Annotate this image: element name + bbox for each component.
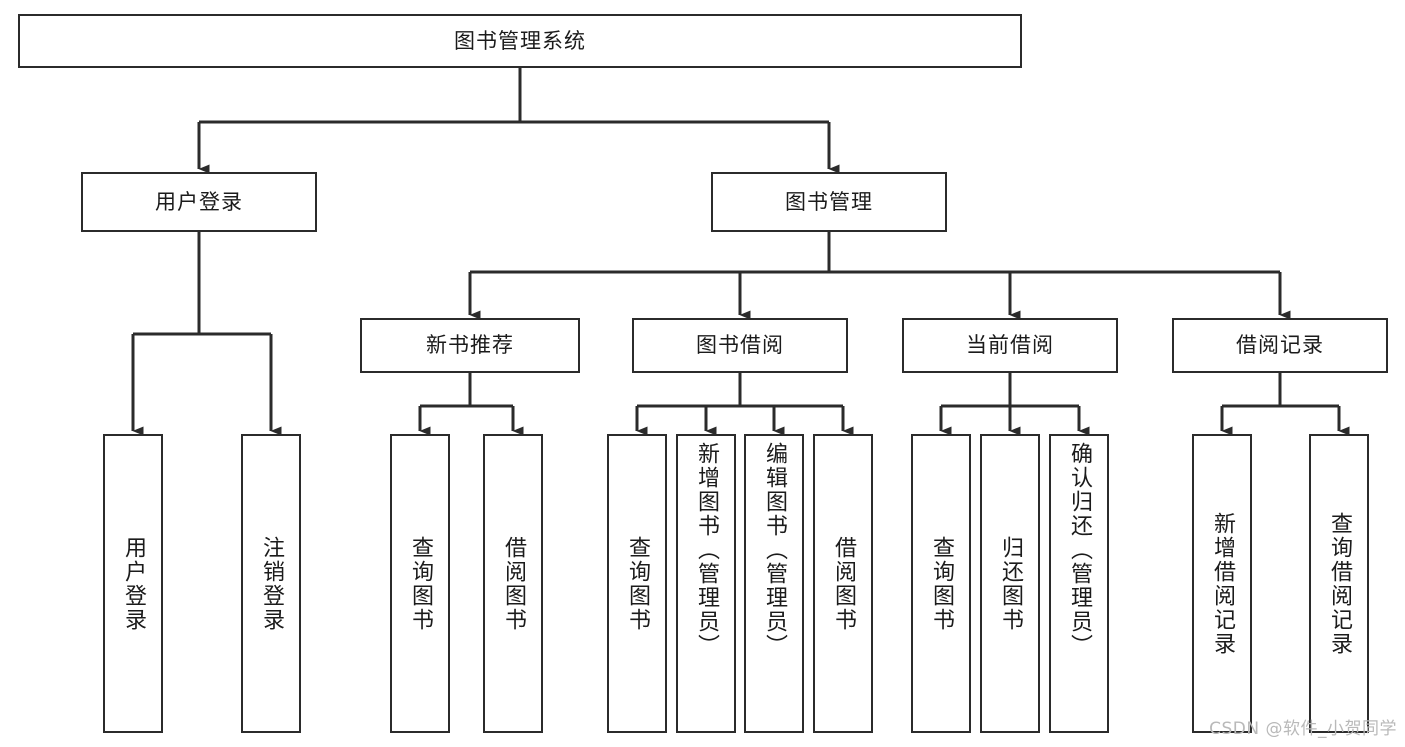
node-new-book-recommend-label: 新书推荐 <box>426 333 514 358</box>
node-leaf-query-book-1-label: 查询图书 <box>408 535 433 632</box>
node-leaf-borrow-book-1-label: 借阅图书 <box>501 535 526 632</box>
node-book-management[interactable]: 图书管理 <box>711 172 947 232</box>
node-leaf-query-book-1[interactable]: 查询图书 <box>390 434 450 733</box>
node-leaf-confirm-return[interactable]: 确认归还（管理员） <box>1049 434 1109 733</box>
node-leaf-borrow-book-1[interactable]: 借阅图书 <box>483 434 543 733</box>
node-user-login-label: 用户登录 <box>155 189 243 214</box>
node-leaf-add-book-label: 新增图书（管理员） <box>694 442 719 658</box>
node-leaf-user-login-label: 用户登录 <box>121 535 146 632</box>
node-leaf-user-login[interactable]: 用户登录 <box>103 434 163 733</box>
node-leaf-return-book[interactable]: 归还图书 <box>980 434 1040 733</box>
node-leaf-user-logout-label: 注销登录 <box>259 535 284 632</box>
node-current-borrow-label: 当前借阅 <box>966 333 1054 358</box>
node-leaf-query-book-2[interactable]: 查询图书 <box>607 434 667 733</box>
node-leaf-confirm-return-label: 确认归还（管理员） <box>1067 442 1092 658</box>
node-leaf-borrow-book-2-label: 借阅图书 <box>831 535 856 632</box>
node-book-management-label: 图书管理 <box>785 189 873 214</box>
node-leaf-borrow-book-2[interactable]: 借阅图书 <box>813 434 873 733</box>
watermark-text: CSDN @软件_小贺同学 <box>1209 719 1397 739</box>
node-leaf-add-record[interactable]: 新增借阅记录 <box>1192 434 1252 733</box>
node-book-borrow[interactable]: 图书借阅 <box>632 318 848 373</box>
node-leaf-add-record-label: 新增借阅记录 <box>1210 511 1235 656</box>
node-leaf-query-record-label: 查询借阅记录 <box>1327 511 1352 656</box>
node-leaf-return-book-label: 归还图书 <box>998 535 1023 632</box>
node-borrow-record[interactable]: 借阅记录 <box>1172 318 1388 373</box>
node-leaf-add-book[interactable]: 新增图书（管理员） <box>676 434 736 733</box>
node-root[interactable]: 图书管理系统 <box>18 14 1022 68</box>
node-leaf-query-book-3[interactable]: 查询图书 <box>911 434 971 733</box>
node-current-borrow[interactable]: 当前借阅 <box>902 318 1118 373</box>
node-leaf-query-book-2-label: 查询图书 <box>625 535 650 632</box>
node-leaf-edit-book[interactable]: 编辑图书（管理员） <box>744 434 804 733</box>
node-user-login[interactable]: 用户登录 <box>81 172 317 232</box>
node-leaf-user-logout[interactable]: 注销登录 <box>241 434 301 733</box>
node-leaf-query-book-3-label: 查询图书 <box>929 535 954 632</box>
node-leaf-edit-book-label: 编辑图书（管理员） <box>762 442 787 658</box>
node-borrow-record-label: 借阅记录 <box>1236 333 1324 358</box>
node-book-borrow-label: 图书借阅 <box>696 333 784 358</box>
node-root-label: 图书管理系统 <box>454 28 586 53</box>
node-new-book-recommend[interactable]: 新书推荐 <box>360 318 580 373</box>
node-leaf-query-record[interactable]: 查询借阅记录 <box>1309 434 1369 733</box>
